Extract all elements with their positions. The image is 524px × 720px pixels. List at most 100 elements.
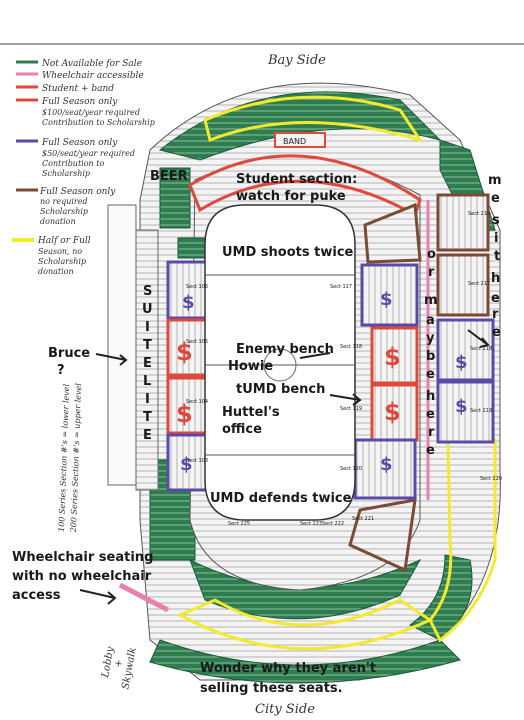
wheelchair-strip-bottom xyxy=(118,582,170,613)
legend-text: Season, no xyxy=(38,247,82,256)
section-label: Sect 120 xyxy=(340,466,362,472)
maybe-letter: b xyxy=(426,349,435,364)
lite-letter: E xyxy=(143,428,152,443)
section-label: Sect 106 xyxy=(186,284,208,290)
legend-text: Scholarship xyxy=(38,257,86,266)
bruce-note: ? xyxy=(57,363,65,378)
suite-letter: E xyxy=(143,356,152,371)
me-letter: r xyxy=(492,307,499,322)
lite-letter: I xyxy=(145,392,150,407)
me-sit-here-letters: m e s i t h e r e xyxy=(488,173,502,340)
lower-purple-117 xyxy=(360,263,419,327)
maybe-letter: e xyxy=(426,367,435,382)
dollar-mark: $ xyxy=(384,398,401,426)
student-note: watch for puke xyxy=(236,189,346,204)
lower-brown-top-right xyxy=(363,202,422,264)
section-label: Sect 220 xyxy=(480,476,502,482)
suite-column-inner xyxy=(135,229,159,491)
section-label: Sect 118 xyxy=(340,344,362,350)
upper-section-green-bottom xyxy=(149,639,461,684)
legend-text: Scholarship xyxy=(40,207,88,216)
shoots-note: UMD shoots twice xyxy=(222,245,354,260)
legend-text: Student + band xyxy=(42,84,114,94)
section-label: Sect 103 xyxy=(186,458,208,464)
wheelchair-note: with no wheelchair xyxy=(12,569,152,584)
section-label: Sect 217 xyxy=(468,281,490,287)
legend-text: $50/seat/year required xyxy=(42,149,135,158)
dollar-mark: $ xyxy=(380,289,393,310)
legend-text: Not Available for Sale xyxy=(41,59,142,69)
suite-column xyxy=(107,204,137,486)
upper-section-green-left xyxy=(159,167,191,229)
dollar-mark: $ xyxy=(455,396,468,417)
or-maybe-here-letters: o r m a y b e h e r e xyxy=(424,247,438,458)
me-letter: m xyxy=(488,173,502,188)
suite-letter: I xyxy=(145,320,150,335)
suite-lite-letters: S U I T E L I T E xyxy=(142,284,153,443)
maybe-letter: r xyxy=(428,265,435,280)
arrow xyxy=(79,589,117,605)
wheelchair-note: access xyxy=(12,588,61,603)
dollar-mark: $ xyxy=(176,338,193,366)
me-letter: h xyxy=(491,271,500,286)
suite-letter: T xyxy=(143,338,152,353)
upper-purple-219 xyxy=(436,380,495,444)
arrow xyxy=(95,353,128,366)
legend-text: donation xyxy=(40,217,76,226)
section-label: Sect 223 xyxy=(300,521,322,527)
legend-text: Full Season only xyxy=(41,138,118,148)
series-text: 200 Series Section #'s = upper level xyxy=(69,383,83,534)
beer-note: BEER xyxy=(150,169,188,184)
series-note: 100 Series Section #'s = lower level 200… xyxy=(57,383,83,534)
bay-side-label: Bay Side xyxy=(267,53,326,68)
legend-text: Wheelchair accessible xyxy=(42,71,144,81)
huttel-note: office xyxy=(222,422,262,437)
lower-red-118 xyxy=(370,326,419,385)
upper-yellow-bottom xyxy=(176,598,434,651)
section-label: Sect 119 xyxy=(340,406,362,412)
lobby-text: Skywalk xyxy=(120,647,138,691)
upper-purple-218 xyxy=(436,318,495,382)
section-label: Sect 216 xyxy=(468,211,490,217)
section-label: Sect 225 xyxy=(228,521,250,527)
me-letter: t xyxy=(494,249,500,264)
arrow xyxy=(299,352,331,359)
huttel-note: Huttel's xyxy=(222,405,280,420)
center-circle xyxy=(263,348,297,382)
legend-text: Contribution to Scholarship xyxy=(42,118,155,127)
legend-text: Full Season only xyxy=(41,97,118,107)
me-letter: e xyxy=(492,325,501,340)
suite-letter: S xyxy=(143,284,152,299)
upper-brown-216 xyxy=(436,193,490,252)
howie-note: Howie xyxy=(228,359,273,374)
legend-text: no required xyxy=(40,197,88,206)
maybe-letter: a xyxy=(426,313,435,328)
me-letter: e xyxy=(491,191,500,206)
legend-text: Scholarship xyxy=(42,169,90,178)
lower-brown-bottom-right xyxy=(348,498,417,573)
maybe-letter: h xyxy=(426,389,435,404)
dollar-mark: $ xyxy=(176,400,193,428)
arrow xyxy=(467,329,490,348)
student-note: Student section: xyxy=(236,172,357,187)
me-letter: s xyxy=(492,213,500,228)
dollar-mark: $ xyxy=(182,292,195,313)
me-letter: i xyxy=(494,231,498,246)
maybe-letter: r xyxy=(428,425,435,440)
section-label: Sect 221 xyxy=(352,516,374,522)
section-label: Sect 104 xyxy=(186,399,208,405)
section-label: Sect 117 xyxy=(330,284,352,290)
student-section xyxy=(188,154,422,218)
band-label: BAND xyxy=(283,137,306,146)
lobby-note: Lobby + Skywalk xyxy=(100,646,139,691)
lite-letter: T xyxy=(143,410,152,425)
legend-text: Contribution to xyxy=(42,159,104,168)
legend: Not Available for Sale Wheelchair access… xyxy=(12,59,155,276)
suite-letter: U xyxy=(142,302,153,317)
upper-brown-217 xyxy=(436,253,490,317)
maybe-letter: m xyxy=(424,293,438,308)
enemy-bench-note: Enemy bench xyxy=(236,342,334,357)
defends-note: UMD defends twice xyxy=(210,491,352,506)
upper-yellow-right xyxy=(428,438,497,643)
legend-text: Half or Full xyxy=(37,236,91,246)
